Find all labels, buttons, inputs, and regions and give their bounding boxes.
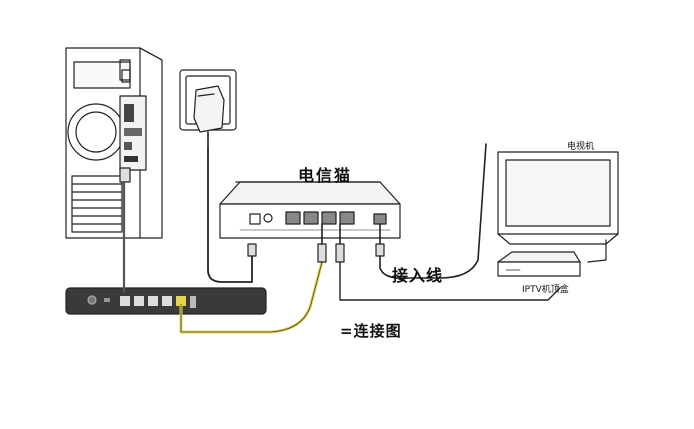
settop-box-label: IPTV机顶盒 [522,285,569,295]
tv-label: 电视机 [567,142,595,152]
settop-box-icon [497,251,581,277]
modem-icon [219,181,401,239]
router-icon [65,287,267,315]
diagram-caption: =连接图 [340,322,402,340]
cables [122,143,561,334]
computer-tower-icon [65,47,163,239]
power-adapter-icon [179,69,237,149]
incoming-line-label: 接入线 [392,266,444,285]
modem-label: 电信猫 [298,166,353,185]
television-icon [497,151,619,263]
